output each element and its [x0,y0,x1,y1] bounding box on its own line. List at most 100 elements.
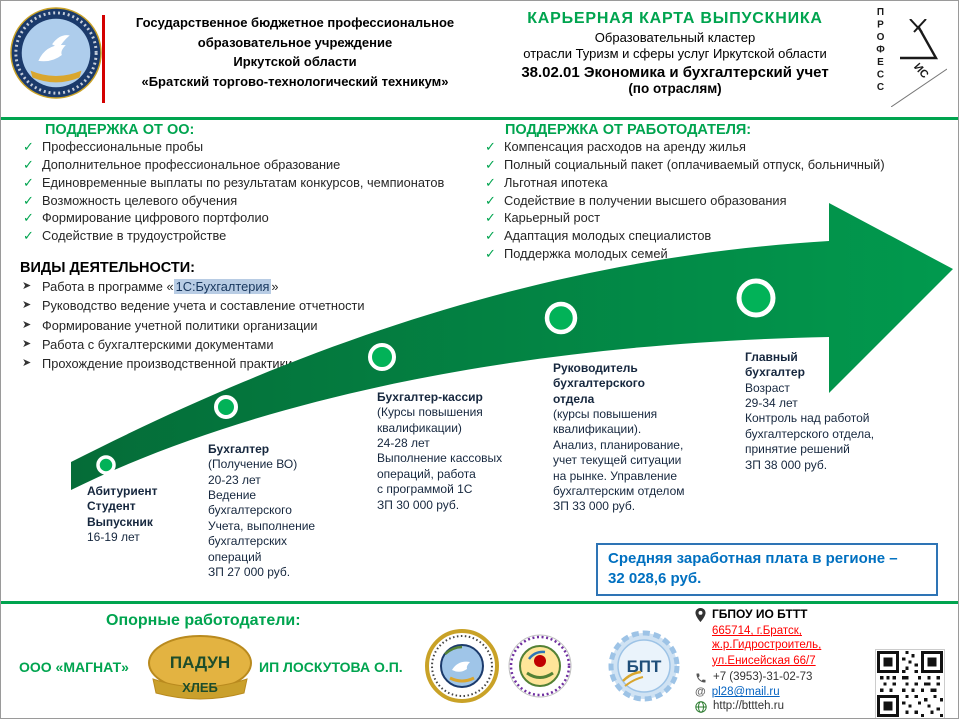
check-icon: ✓ [23,192,34,208]
list-item-text: Полный социальный пакет (оплачиваемый от… [504,156,885,172]
activities-list: ➤Работа в программе «1С:Бухгалтерия» ➤Ру… [21,279,461,377]
list-item-text: Содействие в получении высшего образован… [504,192,787,208]
padun-hleb-logo: ПАДУН ХЛЕБ [147,633,253,707]
list-item: ✓ Профессиональные пробы [21,139,473,155]
cluster-line-1: Образовательный кластер [594,30,756,45]
list-item-text: Поддержка молодых семей [504,246,668,262]
header-divider-red [102,15,105,103]
list-item: ✓ Содействие в получении высшего образова… [483,192,953,209]
list-item-text: Содействие в трудоустройстве [42,228,227,244]
activity-text: Работа в программе « [42,279,174,294]
check-icon: ✓ [485,246,496,262]
header-right: КАРЬЕРНАЯ КАРТА ВЫПУСКНИКА Образовательн… [479,10,871,96]
specialty-suffix: (по отраслям) [628,80,722,96]
milestone-title: Главный бухгалтер [745,350,805,380]
bpt-text: БПТ [627,657,662,676]
partners-title: Опорные работодатели: [106,612,301,629]
check-icon: ✓ [485,192,496,208]
activity-text: Формирование учетной политики организаци… [42,317,318,333]
check-icon: ✓ [23,139,34,154]
check-icon: ✓ [485,174,496,190]
milestone-2: Бухгалтер (Получение ВО) 20-23 лет Веден… [208,442,346,580]
hleb-text: ХЛЕБ [182,680,218,695]
diagonal-line [891,68,947,107]
contacts-block: ГБПОУ ИО БТТТ 665714, г.Братск, ж.р.Гидр… [695,607,880,715]
milestone-marker [736,278,776,318]
org-name: ГБПОУ ИО БТТТ [712,607,808,621]
average-salary-box: Средняя заработная плата в регионе – 32 … [596,543,938,596]
check-icon: ✓ [485,139,496,154]
activities-title: ВИДЫ ДЕЯТЕЛЬНОСТИ: [20,260,195,276]
email-link[interactable]: pl28@mail.ru [711,686,780,699]
list-item: ✓ Возможность целевого обучения [21,192,473,209]
list-item: ✓Карьерный рост [483,210,953,226]
check-icon: ✓ [23,210,34,226]
list-item-text: Возможность целевого обучения [42,192,238,208]
milestone-title: Бухгалтер-кассир [377,390,483,404]
arrow-bullet-icon: ➤ [22,299,32,312]
list-item: ✓ Адаптация молодых специалистов [483,228,953,244]
padun-text: ПАДУН [170,653,230,672]
partner-magnat: ООО «МАГНАТ» [19,659,129,675]
list-item-text: Профессиональные пробы [42,139,204,154]
globe-icon [695,701,707,713]
round-partner-logo [507,633,573,699]
list-item-text: Адаптация молодых специалистов [504,228,712,244]
list-item: ✓Льготная ипотека [483,174,953,191]
arrow-bullet-icon: ➤ [22,318,32,331]
address-line-1: 665714, г.Братск, ж.р.Гидростроитель, [712,625,822,652]
milestone-marker [214,395,238,419]
milestone-body: Возраст 29-34 лет Контроль над работой б… [745,380,875,472]
partner-loskutova: ИП ЛОСКУТОВА О.П. [259,659,403,675]
institution-name: Государственное бюджетное профессиональн… [135,15,455,89]
specialty-code: 38.02.01 Экономика и бухгалтерский учет [521,63,829,81]
milestone-3: Бухгалтер-кассир (Курсы повышения квалиф… [377,390,532,513]
activity-item: ➤ Формирование учетной политики организац… [21,317,461,334]
list-item: ✓Единовременные выплаты по результатам к… [21,175,473,191]
support-oo-title: ПОДДЕРЖКА ОТ ОО: [45,122,195,138]
footer-divider-green [1,601,958,604]
bpt-logo: БПТ [607,629,681,703]
milestone-body: (Получение ВО) 20-23 лет Ведение бухгалт… [208,457,316,579]
activity-1c-highlight: 1С:Бухгалтерия [173,279,272,294]
list-item: ✓Содействие в трудоустройстве [21,228,473,244]
phone-number: +7 (3953)-31-02-73 [713,671,813,684]
milestone-4: Руководитель бухгалтерского отдела (курс… [553,361,723,515]
list-item: ✓ Полный социальный пакет (оплачиваемый о… [483,156,953,173]
milestone-body: (курсы повышения квалификации). Анализ, … [553,407,685,514]
list-item: ✓ Дополнительное профессиональное образов… [21,156,473,173]
teepee-icon [900,19,939,60]
activity-text: » [271,279,279,294]
milestone-5: Главный бухгалтер Возраст 29-34 лет Конт… [745,350,923,473]
milestone-title: Бухгалтер [208,442,270,456]
email-at-icon: @ [695,686,706,699]
activity-item: ➤ Работа с бухгалтерскими документами [21,337,461,353]
list-item: ✓ Поддержка молодых семей [483,246,953,262]
salary-line-2: 32 028,6 руб. [608,570,702,588]
list-item-text: Компенсация расходов на аренду жилья [504,139,746,154]
arrow-bullet-icon: ➤ [22,357,32,370]
support-oo-list: ✓ Профессиональные пробы ✓ Дополнительное … [21,139,473,247]
arrow-bullet-icon: ➤ [22,338,32,351]
website-link[interactable]: http://bttteh.ru [713,700,784,713]
salary-line-1: Средняя заработная плата в регионе – [608,550,898,567]
check-icon: ✓ [485,156,496,172]
milestone-body: (Курсы повышения квалификации) 24-28 лет… [377,405,503,512]
check-icon: ✓ [485,228,496,244]
activity-text: Прохождение производственной практики [42,356,293,372]
check-icon: ✓ [23,156,34,172]
list-item-text: Карьерный рост [504,210,601,226]
list-item: ✓ Компенсация расходов на аренду жилья [483,139,953,155]
activity-item: ➤ Прохождение производственной практики [21,356,461,372]
header-divider-green [1,117,958,120]
milestone-body: 16-19 лет [87,530,140,545]
milestone-title: Руководитель бухгалтерского отдела [553,361,645,406]
college-logo [9,6,103,100]
activity-text: Работа с бухгалтерскими документами [42,337,274,353]
milestone-marker [96,455,116,475]
activity-item: ➤Работа в программе «1С:Бухгалтерия» [21,279,461,295]
qr-code [875,649,945,718]
milestone-title: Абитуриент Студент Выпускник [87,484,158,529]
list-item-text: Дополнительное профессиональное образова… [42,156,341,172]
support-employer-list: ✓ Компенсация расходов на аренду жилья ✓ П… [483,139,953,265]
